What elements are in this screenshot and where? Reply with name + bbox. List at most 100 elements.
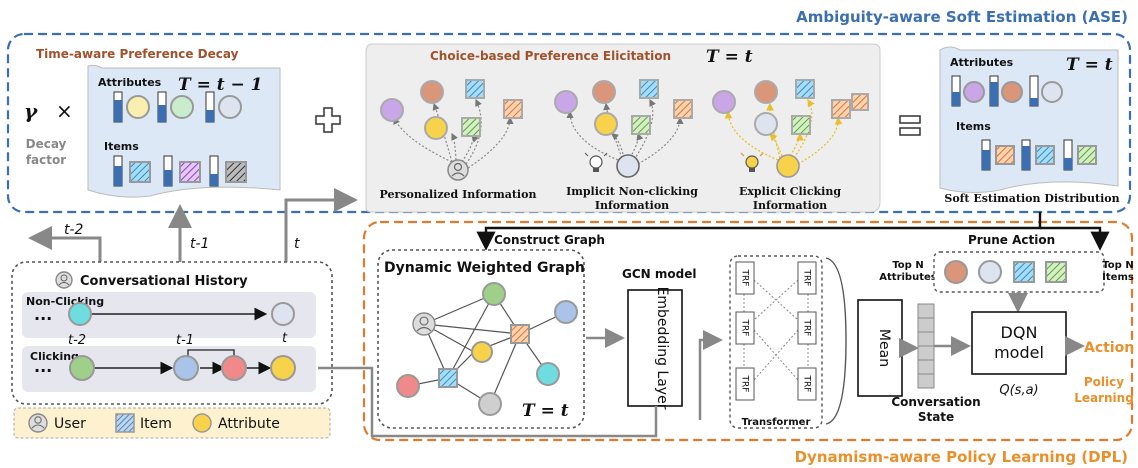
svg-text:TRF: TRF <box>740 319 750 337</box>
svg-text:TRF: TRF <box>802 375 812 393</box>
implicit-label-line2: Information <box>595 199 669 212</box>
svg-text:TRF: TRF <box>740 375 750 393</box>
dqn-line2: model <box>994 343 1044 362</box>
history-title: Conversational History <box>80 274 248 289</box>
top-items-line2: Items <box>1102 272 1134 283</box>
arrow-label-t1: t-1 <box>190 236 209 252</box>
policy-learning-line2: Learning <box>1074 391 1134 405</box>
implicit-graph <box>554 79 693 178</box>
clicking-attribute <box>69 355 95 381</box>
implicit-label-line1: Implicit Non-clicking <box>566 185 698 198</box>
explicit-graph <box>712 79 869 178</box>
soft-items-label: Items <box>956 120 991 133</box>
ase-title: Ambiguity-aware Soft Estimation (ASE) <box>796 8 1128 26</box>
graph-time-label: T = t <box>522 401 569 421</box>
clicking-label: Clicking <box>30 350 79 363</box>
dpl-container <box>362 220 1134 442</box>
construct-graph-label: Construct Graph <box>494 233 605 247</box>
soft-attribute-row <box>951 75 1063 107</box>
graph-item-node <box>510 324 530 344</box>
graph-attribute-node <box>554 300 578 324</box>
user-icon <box>28 413 48 433</box>
conversation-state-vector <box>917 303 935 389</box>
non-clicking-ellipsis: ... <box>34 305 52 324</box>
plus-icon <box>315 107 341 133</box>
choice-time-label: T = t <box>706 47 753 67</box>
trf-block: TRF <box>797 261 817 295</box>
graph-attribute-node <box>536 362 560 386</box>
conversation-state-line2: State <box>918 410 954 424</box>
trf-block: TRF <box>735 367 755 401</box>
time-label-t: t <box>282 331 288 346</box>
candidate-item <box>1045 261 1067 283</box>
legend-item: Item <box>140 416 172 432</box>
decay-attribute-row <box>113 91 242 123</box>
prune-action-arrow <box>1040 226 1110 251</box>
explicit-label-line1: Explicit Clicking <box>739 185 841 198</box>
lightbulb-off-icon <box>584 152 608 172</box>
soft-item-row <box>981 139 1097 171</box>
top-items-line1: Top N <box>1102 260 1133 271</box>
personalized-graph <box>380 79 523 181</box>
gamma-symbol: γ <box>24 99 38 123</box>
transformer-brace <box>825 257 847 425</box>
time-label-t2: t-2 <box>68 333 86 348</box>
decay-factor-line2: factor <box>26 153 66 167</box>
decay-factor-line1: Decay <box>26 137 67 151</box>
decay-title: Time-aware Preference Decay <box>36 47 239 61</box>
graph-attribute-node <box>471 341 493 363</box>
top-attributes-line2: Attributes <box>879 272 936 283</box>
times-symbol: × <box>56 99 73 123</box>
dynamic-graph-title: Dynamic Weighted Graph <box>384 260 585 276</box>
mean-box <box>857 299 903 397</box>
legend-box <box>13 407 331 439</box>
personalized-label: Personalized Information <box>380 188 537 201</box>
prune-action-label: Prune Action <box>968 233 1055 247</box>
clicking-attribute <box>221 355 247 381</box>
decay-time-label: T = t − 1 <box>178 75 263 95</box>
clicking-attribute <box>270 355 296 381</box>
trf-block: TRF <box>797 367 817 401</box>
trf-block: TRF <box>735 261 755 295</box>
attribute-icon <box>192 413 212 433</box>
svg-text:TRF: TRF <box>802 269 812 287</box>
q-function-label: Q(s,a) <box>999 383 1038 398</box>
graph-attribute-node <box>478 392 502 416</box>
dynamic-graph-box <box>377 249 585 429</box>
svg-text:TRF: TRF <box>802 319 812 337</box>
history-to-transformer-arrow-2 <box>698 330 723 420</box>
equals-icon <box>899 115 921 136</box>
non-clicking-attribute <box>68 302 92 326</box>
conversation-state-line1: Conversation <box>891 395 980 409</box>
candidate-attribute <box>944 260 968 284</box>
transformer-label: Transformer <box>742 417 811 428</box>
dqn-line1: DQN <box>1001 323 1038 342</box>
user-icon <box>412 312 436 336</box>
arrow-label-t: t <box>294 236 300 252</box>
trf-block: TRF <box>735 311 755 345</box>
history-arrows <box>28 188 358 262</box>
candidate-item <box>1013 261 1035 283</box>
time-label-t1: t-1 <box>176 333 194 348</box>
explicit-label-line2: Information <box>753 199 827 212</box>
embedding-layer-label: Embedding Layer <box>654 287 670 410</box>
lightbulb-on-icon <box>740 152 764 172</box>
policy-learning-line1: Policy <box>1084 375 1124 389</box>
legend-user: User <box>54 416 86 432</box>
user-icon <box>55 271 73 289</box>
candidate-attribute <box>978 260 1002 284</box>
soft-attributes-label: Attributes <box>950 56 1014 69</box>
graph-item-node <box>438 368 458 388</box>
decay-attributes-label: Attributes <box>98 76 162 89</box>
graph-attribute-node <box>482 282 506 306</box>
item-icon <box>115 413 135 433</box>
decay-item-row <box>113 155 247 187</box>
history-to-transformer-arrow <box>318 366 658 438</box>
soft-time-label: T = t <box>1066 55 1113 75</box>
soft-estimation-label: Soft Estimation Distribution <box>944 192 1119 205</box>
dpl-title: Dynamism-aware Policy Learning (DPL) <box>795 448 1128 466</box>
clicking-attribute <box>173 355 199 381</box>
decay-items-label: Items <box>104 140 139 153</box>
action-label: Action <box>1084 340 1134 356</box>
